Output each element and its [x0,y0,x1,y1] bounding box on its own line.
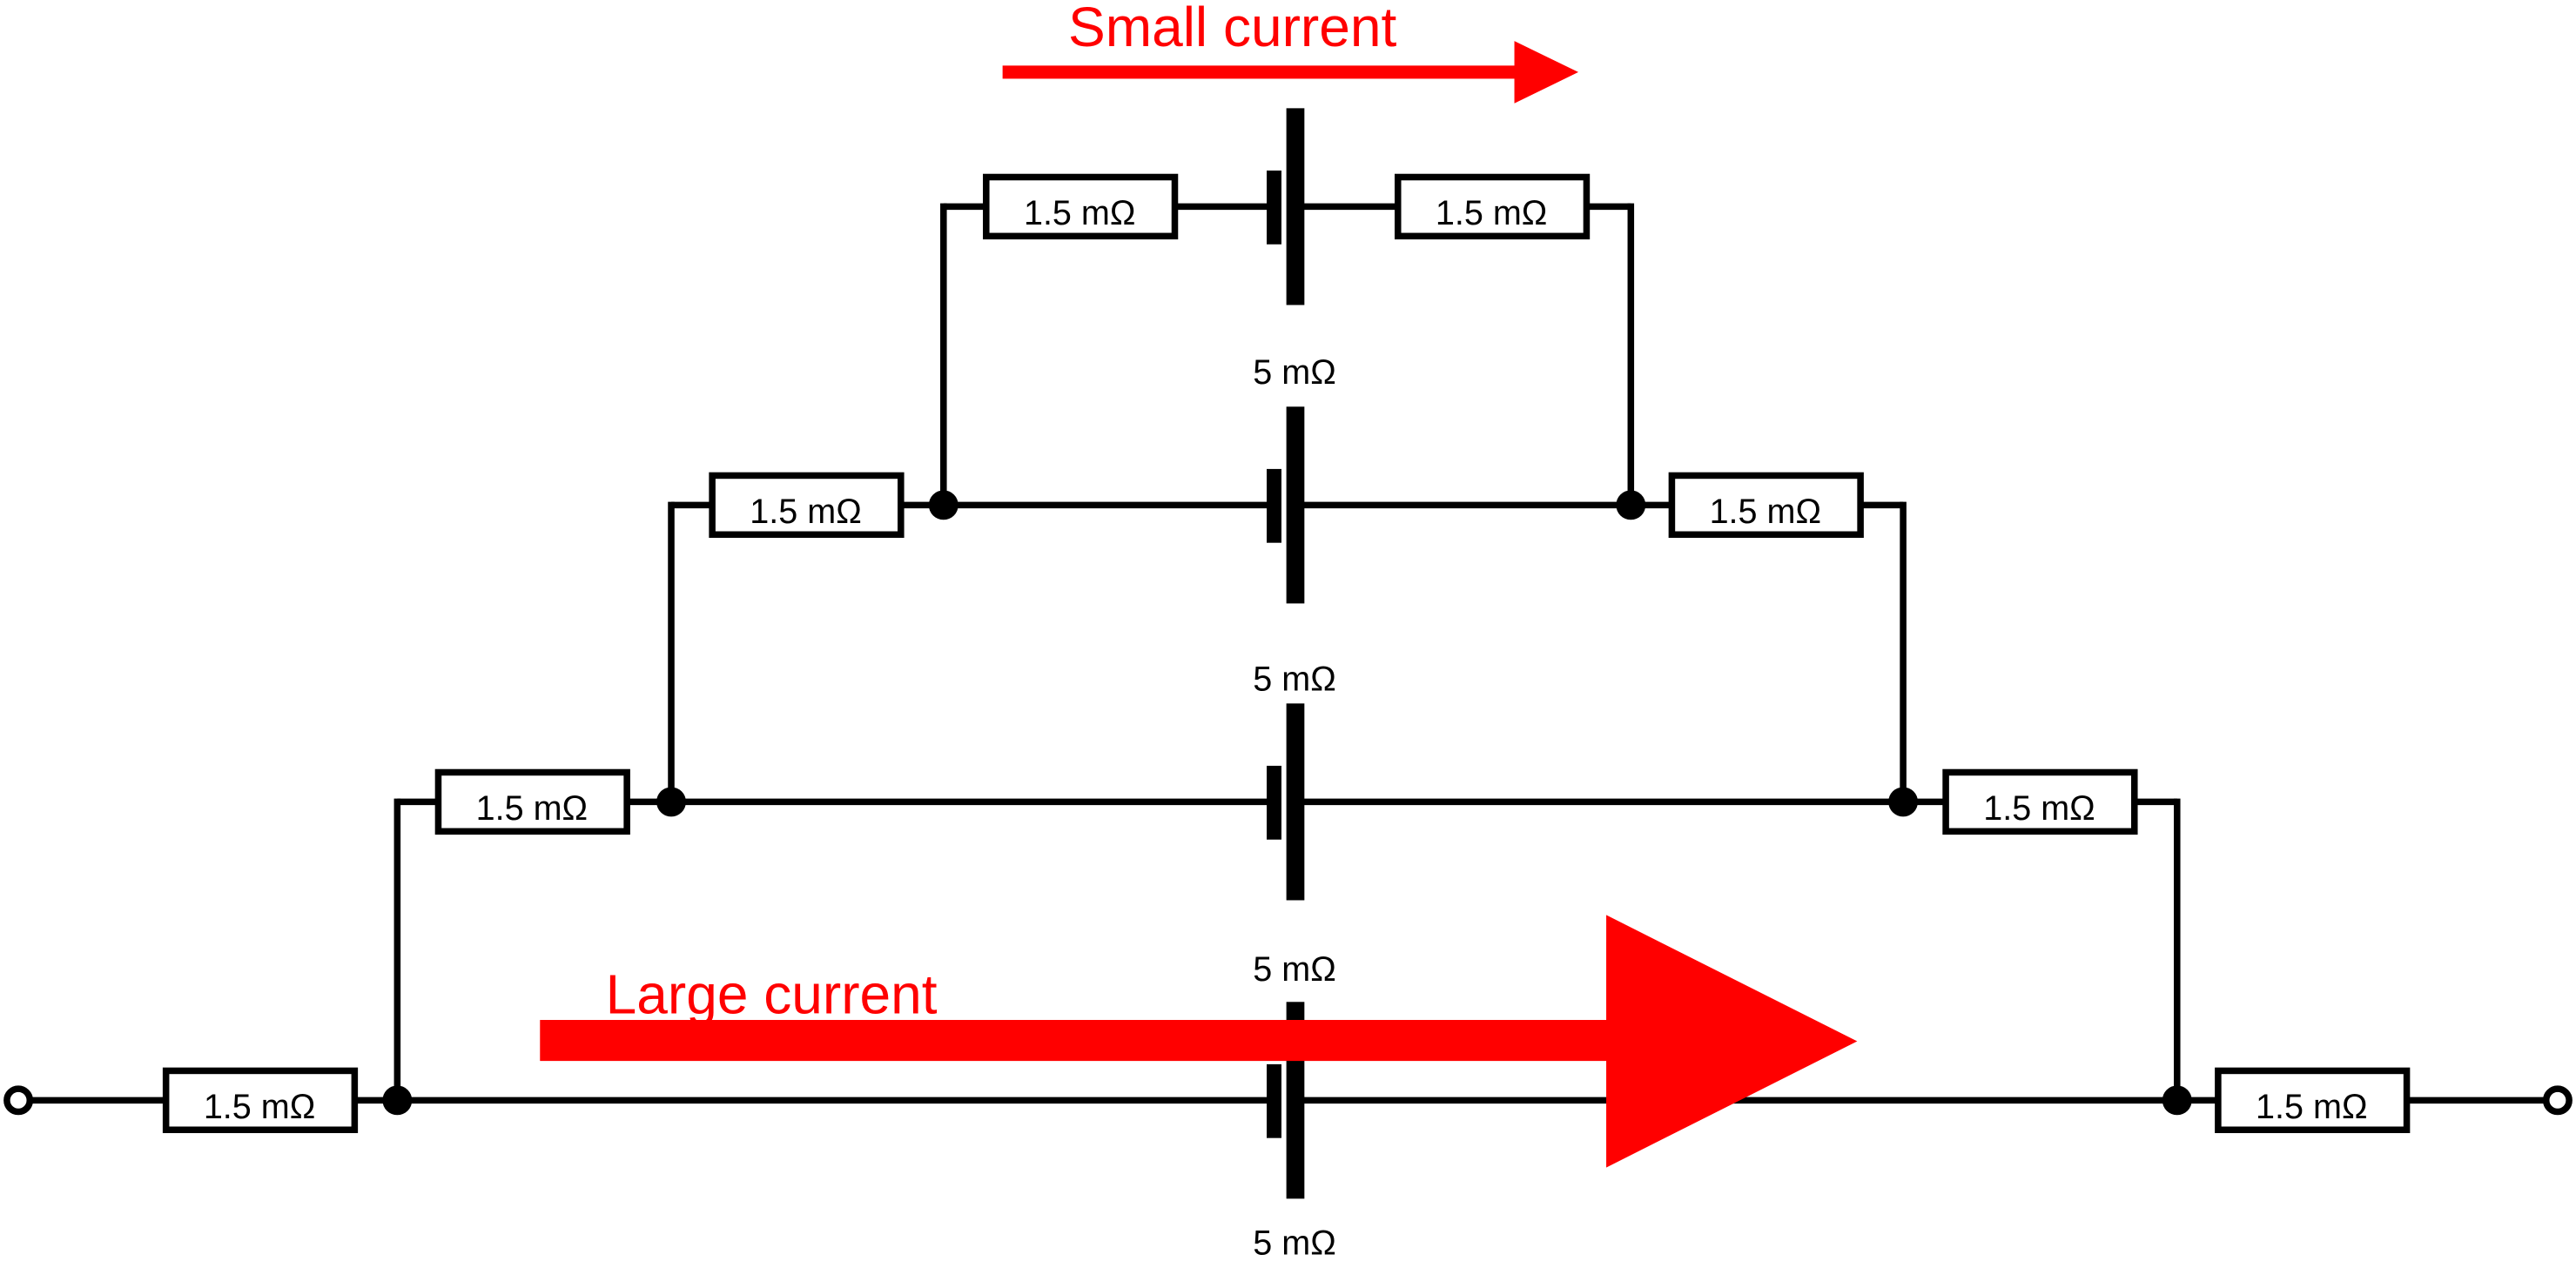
large-current-arrow-shaft [540,1020,1610,1062]
large-current-arrow: Large current [540,915,1858,1168]
resistor [983,173,1179,240]
small-current-label: Small current [1068,0,1396,58]
battery-positive-plate [1286,406,1305,604]
resistor [1942,768,2138,835]
terminal-right [2542,1085,2573,1116]
junction-dot [656,787,686,817]
junction-dot [2162,1085,2192,1116]
resistor [162,1067,359,1134]
resistor [1668,472,1864,539]
battery-negative-plate [1267,468,1281,543]
resistor [1394,173,1591,240]
cell-resistance-label: 5 mΩ [1253,353,1335,392]
resistor-label: 1.5 mΩ [1436,194,1547,232]
small-current-arrow-head [1514,41,1579,104]
junction-dot [382,1085,413,1116]
large-current-label: Large current [606,963,938,1025]
battery-positive-plate [1286,108,1305,305]
terminal-left [3,1085,34,1116]
large-current-arrow-head [1606,915,1858,1168]
resistor-label: 1.5 mΩ [1710,493,1821,531]
cell-resistance-label: 5 mΩ [1253,1224,1335,1261]
junction-dot [1616,490,1646,520]
cell-resistance-label: 5 mΩ [1253,950,1335,989]
junction-dot [928,490,958,520]
resistor-label: 1.5 mΩ [204,1088,315,1126]
resistor [434,768,630,835]
battery-negative-plate [1267,765,1281,840]
resistor-label: 1.5 mΩ [750,493,861,531]
resistor [2215,1067,2411,1134]
battery-positive-plate [1286,703,1305,901]
small-current-arrow-shaft [1002,65,1518,79]
resistor [709,472,905,539]
resistor-label: 1.5 mΩ [476,789,588,828]
battery-negative-plate [1267,170,1281,245]
resistor-label: 1.5 mΩ [1983,789,2095,828]
junction-dot [1888,787,1919,817]
current-arrows: Small current Large current [540,0,1858,1168]
small-current-arrow: Small current [1002,0,1579,104]
battery-negative-plate [1267,1063,1281,1138]
resistor-label: 1.5 mΩ [2256,1088,2367,1126]
cell-resistance-label: 5 mΩ [1253,660,1335,698]
circuit: 1.5 mΩ 1.5 mΩ 5 mΩ 1.5 mΩ 1.5 mΩ 5 mΩ 1.5 mΩ 1.… [3,108,2573,1261]
resistor-label: 1.5 mΩ [1024,194,1135,232]
